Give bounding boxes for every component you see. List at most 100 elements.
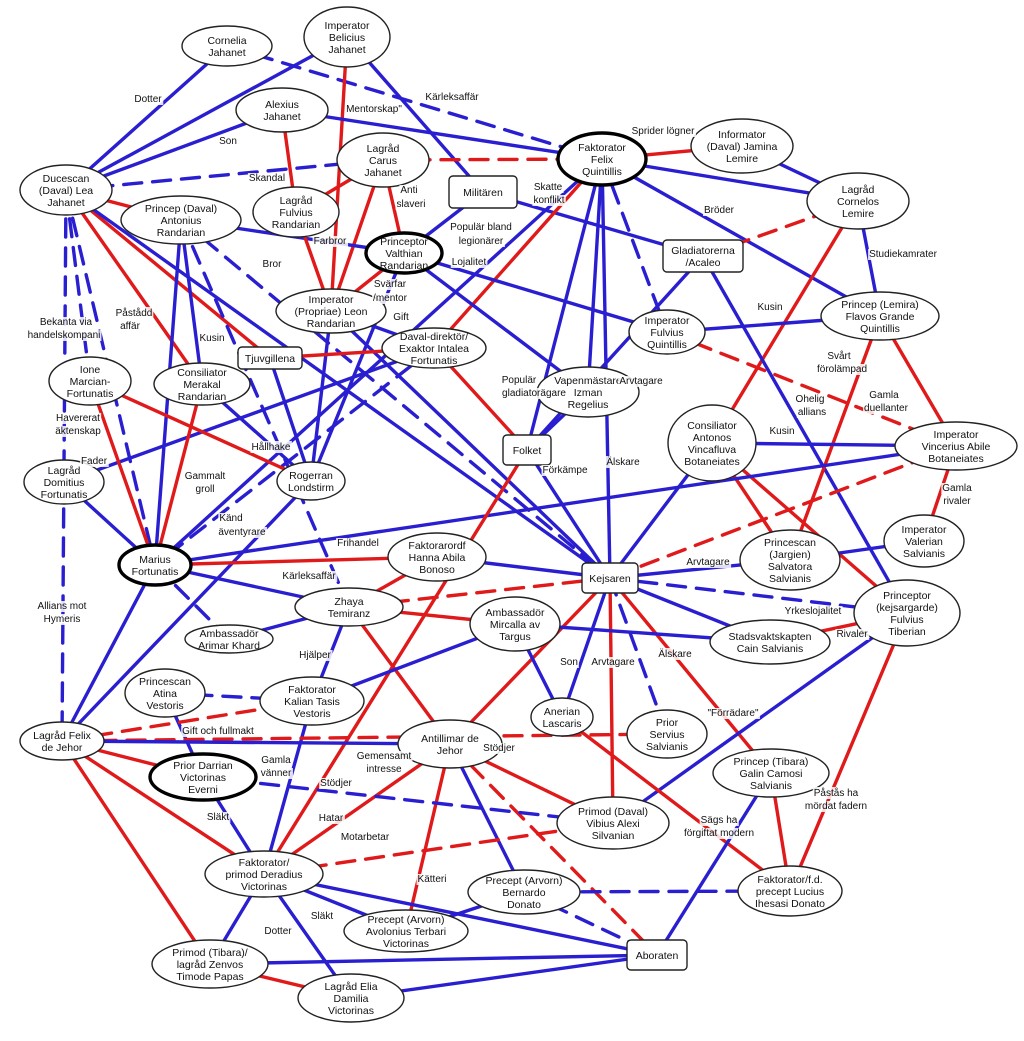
node-label: Lascaris: [542, 718, 581, 730]
node-shape: [667, 404, 757, 482]
node-shape: [19, 164, 113, 216]
node-label: Victorinas: [241, 881, 287, 893]
edge-ione-marius: [88, 379, 157, 567]
node-label: Jahanet: [328, 44, 365, 56]
edge-label: Älskare: [606, 456, 640, 468]
edge-label: gladiatorägare: [502, 388, 566, 399]
node-label: Ihesasi Donato: [755, 898, 825, 910]
edge-label-background: [826, 350, 852, 362]
edge-label: mördat fadern: [805, 801, 867, 812]
edge-label-background: [457, 236, 505, 247]
edge-label: Anti: [400, 185, 417, 196]
node-label: Precept (Arvorn): [367, 914, 444, 926]
node-label: Izman: [574, 387, 603, 399]
node-label: Jahanet: [263, 111, 300, 123]
node-label: Bernardo: [502, 887, 545, 899]
edge-label: Stödjer: [483, 743, 515, 754]
node-label: Silvanian: [592, 830, 635, 842]
edge-leon-rogerran: [309, 309, 333, 483]
node-label: Vibius Alexi: [586, 818, 640, 830]
edge-label: groll: [196, 484, 215, 495]
edge-label-background: [259, 768, 293, 779]
node-label: Lagråd: [280, 195, 313, 207]
node-aboraten: Aboraten: [626, 939, 688, 971]
node-label: Tiberian: [888, 626, 926, 638]
edge-label-background: [181, 726, 256, 737]
node-label: Arimar Khard: [198, 640, 260, 652]
node-label: Antonius: [161, 215, 202, 227]
edge-label-background: [630, 126, 697, 137]
edge-label: /mentor: [373, 293, 408, 304]
node-label: Salvianis: [769, 573, 811, 585]
node-label: Jahanet: [208, 47, 245, 59]
edge-label-background: [812, 787, 860, 799]
edge-label: Arvtagare: [686, 557, 730, 568]
edge-label: Motarbetar: [341, 832, 390, 843]
node-label: Vincafluva: [688, 444, 736, 456]
node-shape: [387, 532, 487, 582]
edge-antillimar-aboraten: [448, 742, 659, 957]
node-avolonius: Precept (Arvorn)Avolonius TerbariVictori…: [343, 909, 469, 953]
node-label: Kalian Tasis: [284, 696, 340, 708]
node-label: Imperator: [934, 429, 979, 441]
node-label: (kejsargarde): [876, 602, 938, 614]
node-label: Faktorarordf: [408, 540, 465, 552]
node-shape: [581, 562, 639, 594]
edge-antonius-kejsaren: [179, 218, 612, 580]
node-label: Fulvius: [890, 614, 923, 626]
edge-label: Gammalt: [185, 471, 226, 482]
node-label: Faktorator/f.d.: [757, 874, 822, 886]
node-label: Lagråd Elia: [324, 981, 377, 993]
node-label: Flavos Grande: [846, 311, 915, 323]
edge-label-background: [339, 832, 391, 843]
node-label: de Jehor: [42, 742, 83, 754]
node-shape: [469, 596, 561, 652]
node-shape: [739, 529, 841, 591]
node-tjuvgillena: Tjuvgillena: [237, 346, 303, 370]
edge-label-background: [783, 606, 843, 617]
edge-label: Dotter: [264, 926, 292, 937]
edge-valthian-fulviusq: [402, 251, 669, 334]
edge-label: Mentorskap": [346, 104, 402, 115]
node-label: Consiliator: [177, 367, 227, 379]
edge-label-background: [868, 390, 901, 401]
edge-label: Älskare: [658, 648, 692, 660]
edge-label: Släkt: [207, 812, 229, 823]
edge-label-background: [756, 302, 784, 313]
node-label: Princeptor: [883, 590, 931, 602]
node-label: Galin Camosi: [739, 768, 802, 780]
node-shape: [184, 624, 274, 654]
node-label: Merakal: [183, 379, 220, 391]
edge-label-background: [42, 614, 82, 625]
node-shape: [853, 579, 961, 647]
node-shape: [556, 796, 670, 850]
node-shape: [737, 865, 843, 917]
edge-label-background: [794, 394, 826, 405]
node-shape: [19, 721, 105, 761]
edge-label: Son: [560, 657, 578, 668]
node-label: (Propriae) Leon: [295, 306, 368, 318]
edge-label-background: [605, 456, 642, 468]
edge-fulviust-vibius: [611, 611, 909, 825]
edge-label: Skandal: [249, 173, 285, 184]
edge-label-background: [699, 815, 739, 826]
node-label: Valthian: [385, 248, 422, 260]
node-label: Princeptor: [380, 236, 428, 248]
edge-label: Dotter: [134, 94, 162, 105]
edge-label-background: [194, 484, 216, 495]
edge-felixj-zenvos: [60, 739, 212, 966]
node-label: Kejsaren: [589, 573, 631, 585]
edge-label: Gamla: [261, 755, 291, 766]
node-label: Daval-direktör/: [400, 331, 468, 343]
edge-label: Svärfar: [374, 279, 407, 290]
edge-label: Ohelig: [796, 394, 825, 405]
edge-valthian-izman: [402, 251, 590, 394]
node-label: Timode Papas: [176, 971, 243, 983]
